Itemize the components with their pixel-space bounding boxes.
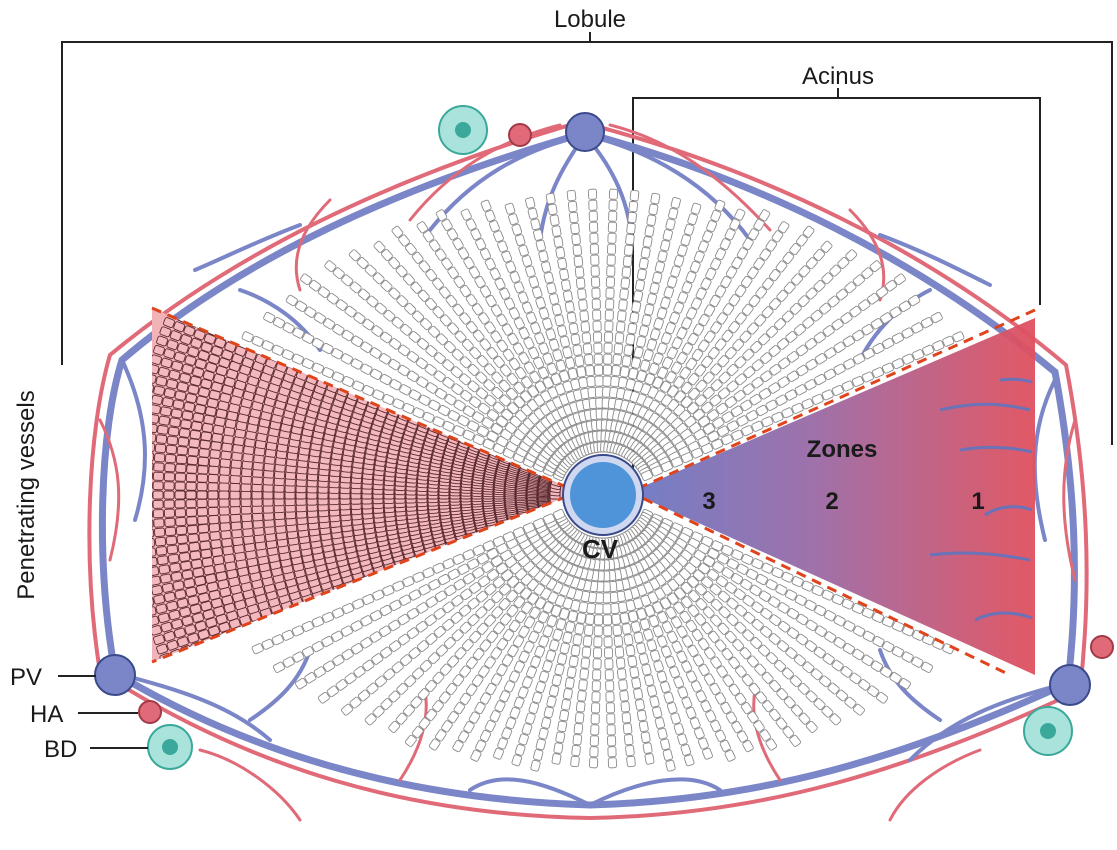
zone-1-label: 1	[971, 488, 984, 515]
acinus-label: Acinus	[802, 63, 874, 90]
bile-duct-top-icon	[439, 106, 487, 154]
zones-label: Zones	[807, 436, 878, 463]
zone-3-label: 3	[702, 488, 715, 515]
bile-duct-right-icon	[1024, 707, 1072, 755]
zone-2-label: 2	[825, 488, 838, 515]
ha-label: HA	[30, 701, 63, 728]
central-vein	[563, 455, 643, 535]
bile-duct-left-icon	[148, 725, 192, 769]
cv-label: CV	[582, 534, 619, 564]
pv-label: PV	[10, 664, 42, 691]
bd-label: BD	[44, 736, 77, 763]
lobule-label: Lobule	[554, 6, 626, 33]
portal-triad-top	[439, 106, 604, 154]
penetrating-vessels-label: Penetrating vessels	[13, 390, 40, 599]
